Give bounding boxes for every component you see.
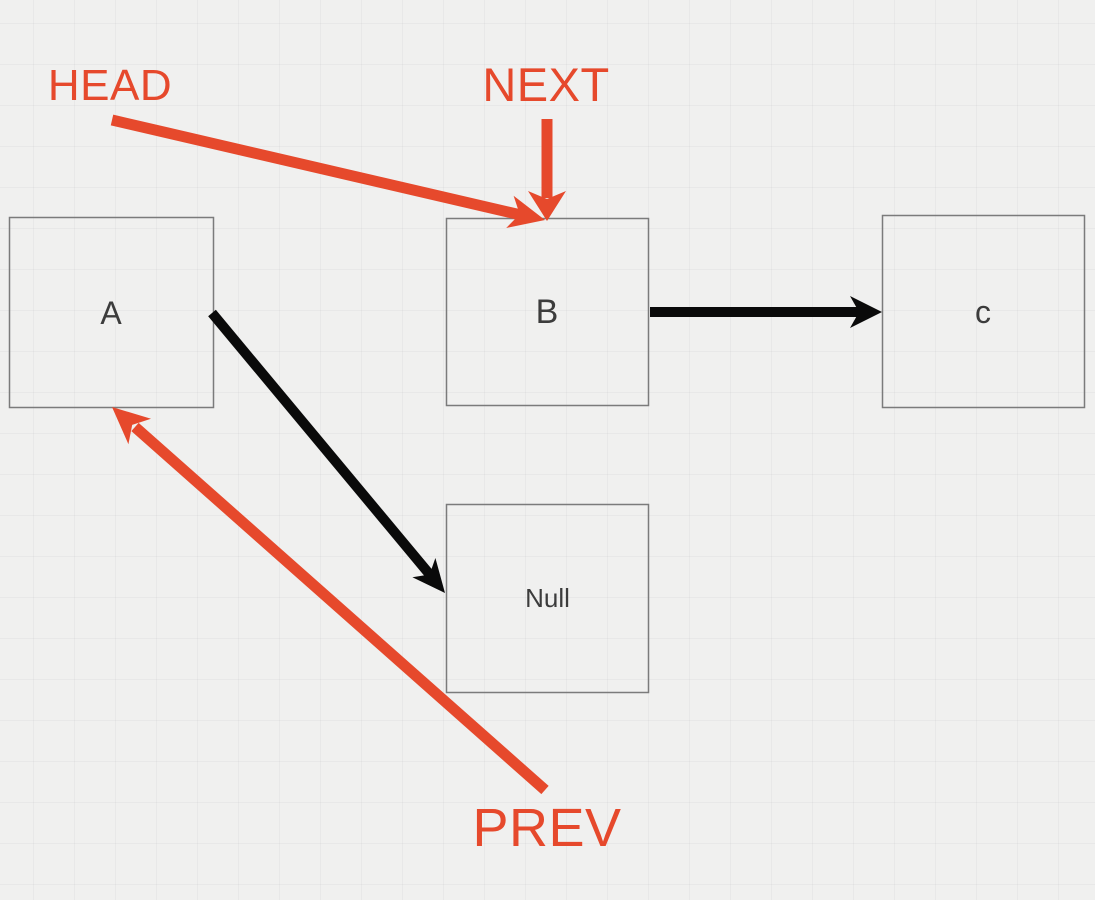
- node-Null-label: Null: [525, 583, 570, 613]
- edge-B-to-C: [650, 296, 882, 328]
- arrow-prev-line: [131, 422, 549, 795]
- node-C-label: c: [975, 294, 991, 330]
- arrow-prev-to-A: [112, 407, 549, 795]
- node-C: c: [881, 214, 1086, 409]
- arrow-head-arrowhead: [506, 195, 545, 228]
- edge-A-to-Null: [208, 309, 445, 593]
- node-A: A: [8, 216, 215, 409]
- label-next: NEXT: [482, 58, 609, 111]
- arrow-head-to-B: [110, 114, 545, 228]
- node-B: B: [445, 217, 650, 407]
- label-head: HEAD: [48, 61, 172, 110]
- arrow-next-to-B: [528, 119, 566, 221]
- arrow-next-arrowhead: [528, 191, 566, 221]
- node-Null-box: [445, 503, 650, 694]
- edge-A-to-Null-arrowhead: [412, 558, 445, 593]
- node-C-box: [881, 214, 1086, 409]
- edge-B-to-C-arrowhead: [850, 296, 882, 328]
- node-Null: Null: [445, 503, 650, 694]
- arrow-head-line: [110, 114, 523, 221]
- node-B-label: B: [536, 293, 559, 331]
- edge-A-to-Null-line: [208, 309, 435, 580]
- node-A-label: A: [100, 295, 122, 331]
- label-prev: PREV: [472, 798, 621, 858]
- arrow-prev-arrowhead: [112, 407, 151, 445]
